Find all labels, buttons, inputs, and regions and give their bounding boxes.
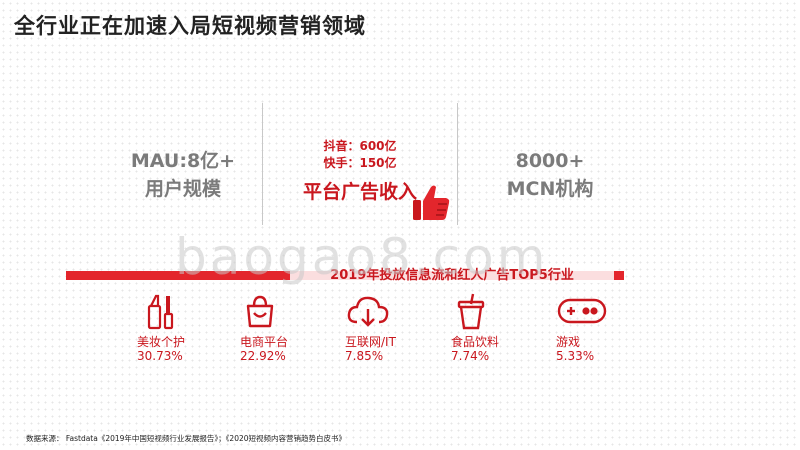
watermark: baogao8.com	[175, 228, 549, 286]
industry-share: 30.73%	[137, 349, 183, 363]
cosmetics-icon	[137, 292, 247, 332]
mau-stat: MAU:8亿+ 用户规模	[108, 147, 258, 203]
industry-share: 7.74%	[451, 349, 490, 363]
industry-name: 互联网/IT	[345, 335, 396, 349]
divider-right	[457, 103, 458, 225]
mau-label: 用户规模	[144, 178, 221, 200]
industry-item: 互联网/IT 7.85%	[345, 292, 455, 363]
data-source-note: 数据来源： Fastdata《2019年中国短视频行业发展报告》；《2020短视…	[26, 434, 347, 443]
top5-heading: 2019年投放信息流和红人广告TOP5行业	[290, 264, 614, 283]
shopping-bag-icon	[240, 292, 350, 332]
industry-share: 5.33%	[556, 349, 595, 363]
mcn-label: MCN机构	[506, 178, 594, 200]
divider-left	[262, 103, 263, 225]
industry-item: 食品饮料 7.74%	[451, 292, 561, 363]
industry-name: 食品饮料	[451, 335, 500, 349]
kuaishou-revenue: 快手：150亿	[323, 156, 397, 170]
ad-revenue-stat: 抖音：600亿 快手：150亿 平台广告收入	[270, 138, 450, 206]
gamepad-icon	[556, 292, 666, 332]
mcn-value: 8000+	[515, 150, 585, 172]
industry-item: 电商平台 22.92%	[240, 292, 350, 363]
industry-item: 游戏 5.33%	[556, 292, 666, 363]
industry-item: 美妆个护 30.73%	[137, 292, 247, 363]
industry-share: 7.85%	[345, 349, 384, 363]
industry-share: 22.92%	[240, 349, 286, 363]
cloud-download-icon	[345, 292, 455, 332]
page-title: 全行业正在加速入局短视频营销领域	[14, 14, 366, 38]
mcn-stat: 8000+ MCN机构	[470, 147, 630, 203]
thumbs-up-icon	[411, 182, 451, 226]
industry-name: 游戏	[556, 335, 581, 349]
industry-name: 美妆个护	[137, 335, 186, 349]
ad-revenue-label: 平台广告收入	[302, 181, 417, 203]
douyin-revenue: 抖音：600亿	[323, 139, 397, 153]
mau-value: MAU:8亿+	[130, 150, 236, 172]
drink-cup-icon	[451, 292, 561, 332]
industry-name: 电商平台	[240, 335, 289, 349]
